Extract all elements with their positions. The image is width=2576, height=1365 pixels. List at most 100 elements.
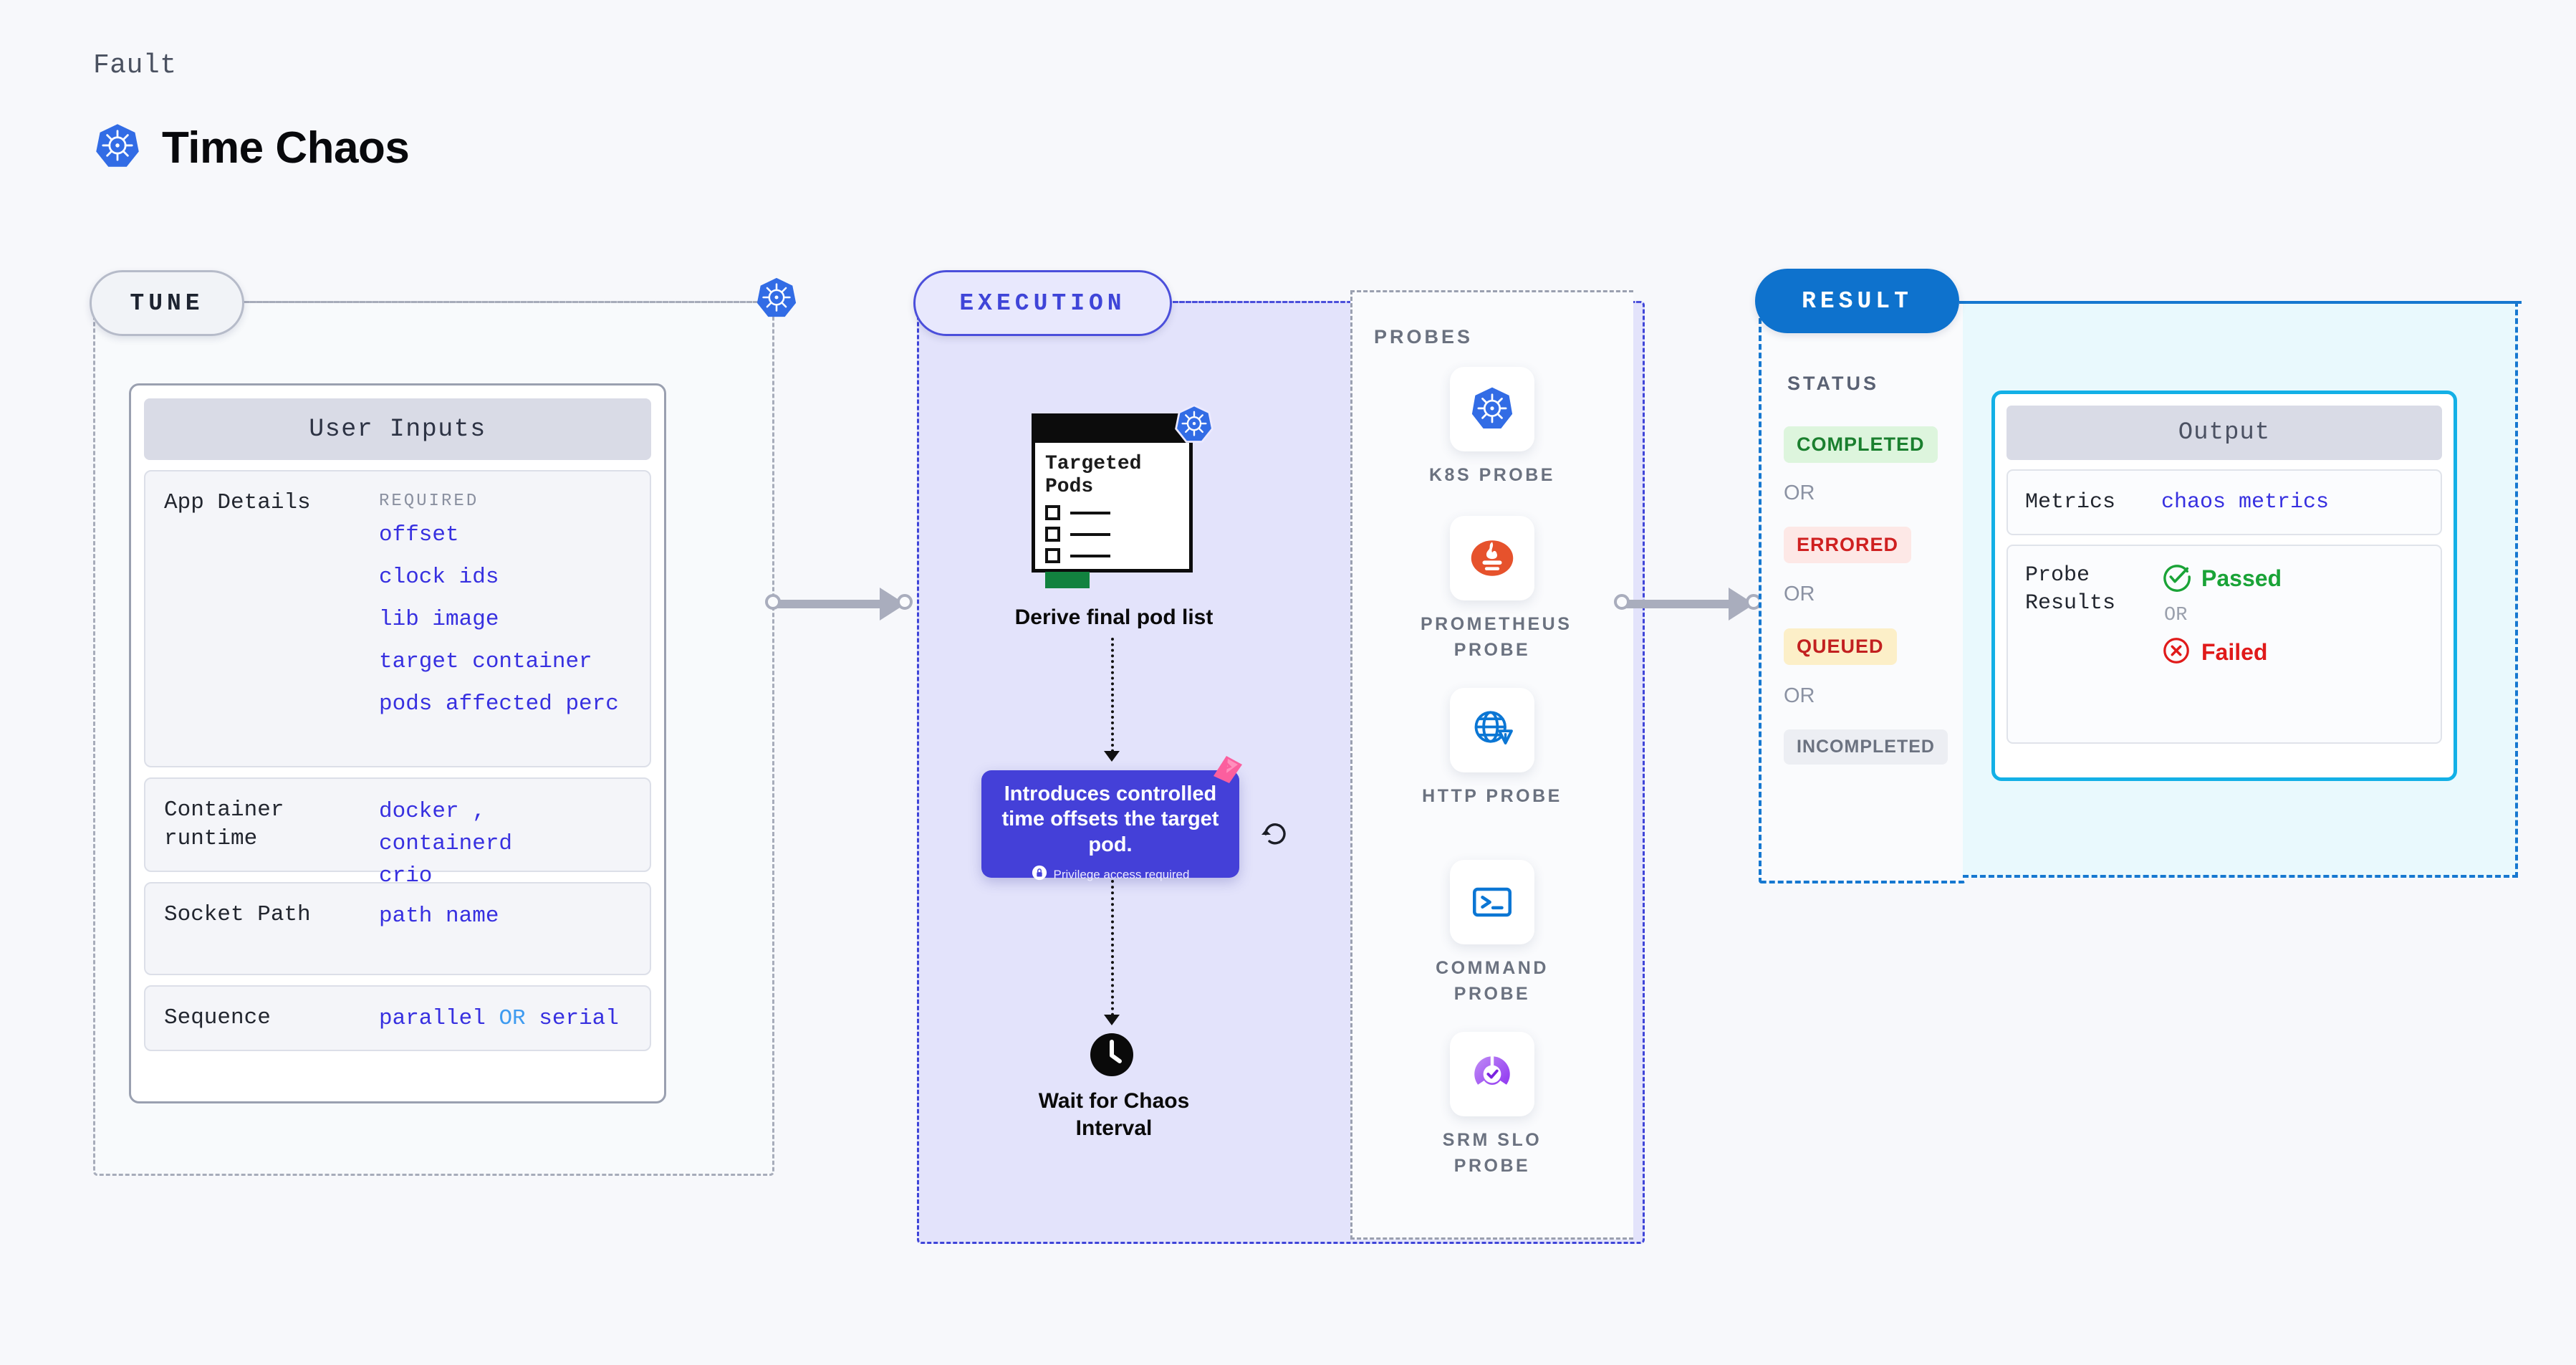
card-title-bar (1035, 417, 1189, 443)
probe-results-values: Passed OR Failed (2161, 562, 2282, 727)
checkbox-icon (1045, 548, 1060, 564)
user-inputs-title: User Inputs (144, 398, 651, 460)
connector-line (1111, 638, 1114, 752)
probe-k8s[interactable]: K8S PROBE (1421, 367, 1564, 489)
value-docker: docker (379, 799, 459, 824)
output-row-probe-results[interactable]: Probe Results Passed OR (2007, 545, 2442, 744)
value-target-container: target container (379, 648, 592, 674)
progress-bar (1045, 572, 1090, 589)
clock-icon (1089, 1032, 1135, 1078)
row-label: Socket Path (164, 902, 311, 927)
page-title-row: Time Chaos (93, 122, 410, 174)
result-status-column (1759, 301, 1966, 883)
value-containerd: containerd (379, 830, 513, 856)
fault-eyebrow-label: Fault (93, 50, 177, 81)
kubernetes-icon (1450, 367, 1534, 451)
output-row-metrics[interactable]: Metrics chaos metrics (2007, 469, 2442, 535)
lock-icon (1032, 865, 1047, 884)
passed-label: Passed (2201, 565, 2282, 591)
input-row-sequence[interactable]: Sequence parallel OR serial (144, 985, 651, 1051)
privilege-note: Privilege access required (997, 865, 1224, 884)
status-badge-completed: COMPLETED (1784, 426, 1938, 463)
row-label: Container runtime (164, 798, 284, 851)
status-badge-queued: QUEUED (1784, 628, 1897, 665)
targeted-pods-title: Targeted Pods (1045, 453, 1142, 499)
value-or: OR (499, 1005, 526, 1031)
terminal-icon (1450, 860, 1534, 944)
refresh-icon[interactable] (1259, 817, 1291, 848)
targeted-pods-card: Targeted Pods (1032, 413, 1193, 589)
probe-result-failed: Failed (2161, 636, 2282, 669)
derive-pod-list-caption: Derive final pod list (1014, 605, 1213, 629)
result-top-dash-line (1959, 301, 2522, 304)
prometheus-icon (1450, 516, 1534, 600)
value-separator: , (472, 799, 486, 824)
chaos-fault-icon (1211, 755, 1244, 785)
kubernetes-icon (93, 122, 142, 174)
wait-for-chaos-caption: Wait for Chaos Interval (1038, 1089, 1190, 1141)
required-tag: REQUIRED (379, 492, 479, 511)
user-inputs-card: User Inputs App Details REQUIRED offset … (129, 383, 666, 1103)
checkbox-icon (1045, 527, 1060, 542)
http-globe-warning-icon (1450, 688, 1534, 772)
metrics-value: chaos metrics (2161, 490, 2330, 514)
failed-label: Failed (2201, 639, 2268, 665)
probe-label: PROMETHEUS PROBE (1421, 614, 1572, 660)
flow-arrow-tune-to-execution (765, 588, 919, 621)
output-label: Metrics (2025, 489, 2116, 514)
input-row-app-details[interactable]: App Details REQUIRED offset clock ids li… (144, 470, 651, 767)
page-title: Time Chaos (162, 123, 410, 173)
probe-label: K8S PROBE (1429, 465, 1555, 485)
x-circle-icon (2161, 636, 2191, 669)
row-values: docker , containerd crio (379, 796, 631, 889)
probes-label: PROBES (1374, 326, 1474, 348)
value-lib-image: lib image (379, 606, 499, 632)
row-values: path name (379, 901, 499, 957)
probe-srm-slo[interactable]: SRM SLO PROBE (1421, 1032, 1564, 1179)
pod-list-item (1045, 505, 1189, 521)
status-label: STATUS (1787, 373, 1879, 394)
tune-badge[interactable]: TUNE (90, 270, 244, 336)
connector-arrowhead (1104, 751, 1120, 762)
value-clock-ids: clock ids (379, 564, 499, 590)
row-values: parallel OR serial (379, 1007, 619, 1030)
value-serial: serial (539, 1005, 619, 1031)
or-separator: OR (1784, 684, 1815, 707)
probe-result-passed: Passed (2161, 562, 2282, 595)
probe-label: HTTP PROBE (1422, 786, 1562, 806)
input-row-socket-path[interactable]: Socket Path path name (144, 882, 651, 975)
check-circle-icon (2161, 562, 2191, 595)
value-pods-affected-perc: pods affected perc (379, 691, 619, 717)
result-badge[interactable]: RESULT (1755, 269, 1959, 333)
status-badge-errored: ERRORED (1784, 527, 1912, 563)
status-badge-incompleted: INCOMPLETED (1784, 729, 1948, 765)
kubernetes-icon (754, 276, 799, 320)
flow-arrow-execution-to-result (1614, 588, 1768, 621)
execution-badge[interactable]: EXECUTION (913, 270, 1172, 336)
fault-description-text: Introduces controlled time offsets the t… (1001, 782, 1219, 856)
pod-list-item (1045, 527, 1189, 542)
value-parallel: parallel (379, 1005, 486, 1031)
input-row-container-runtime[interactable]: Container runtime docker , containerd cr… (144, 777, 651, 889)
probe-label: COMMAND PROBE (1436, 958, 1549, 1004)
pod-list-item (1045, 548, 1189, 564)
value-crio: crio (379, 863, 433, 889)
slo-gauge-icon (1450, 1032, 1534, 1116)
output-title: Output (2007, 406, 2442, 460)
connector-arrowhead (1104, 1015, 1120, 1025)
row-label: Sequence (164, 1005, 271, 1031)
probe-http[interactable]: HTTP PROBE (1421, 688, 1564, 810)
privilege-note-text: Privilege access required (1053, 867, 1190, 881)
or-separator: OR (1784, 583, 1815, 605)
row-label: App Details (164, 490, 311, 515)
or-separator: OR (2164, 605, 2188, 626)
value-offset: offset (379, 522, 459, 547)
probe-command[interactable]: COMMAND PROBE (1421, 860, 1564, 1007)
probe-label: SRM SLO PROBE (1442, 1130, 1542, 1176)
fault-description-card: Introduces controlled time offsets the t… (981, 770, 1239, 881)
or-separator: OR (1784, 482, 1815, 504)
probe-prometheus[interactable]: PROMETHEUS PROBE (1421, 516, 1572, 663)
output-label: Probe Results (2025, 563, 2116, 616)
row-values: REQUIRED offset clock ids lib image targ… (379, 489, 619, 749)
checkbox-icon (1045, 505, 1060, 521)
